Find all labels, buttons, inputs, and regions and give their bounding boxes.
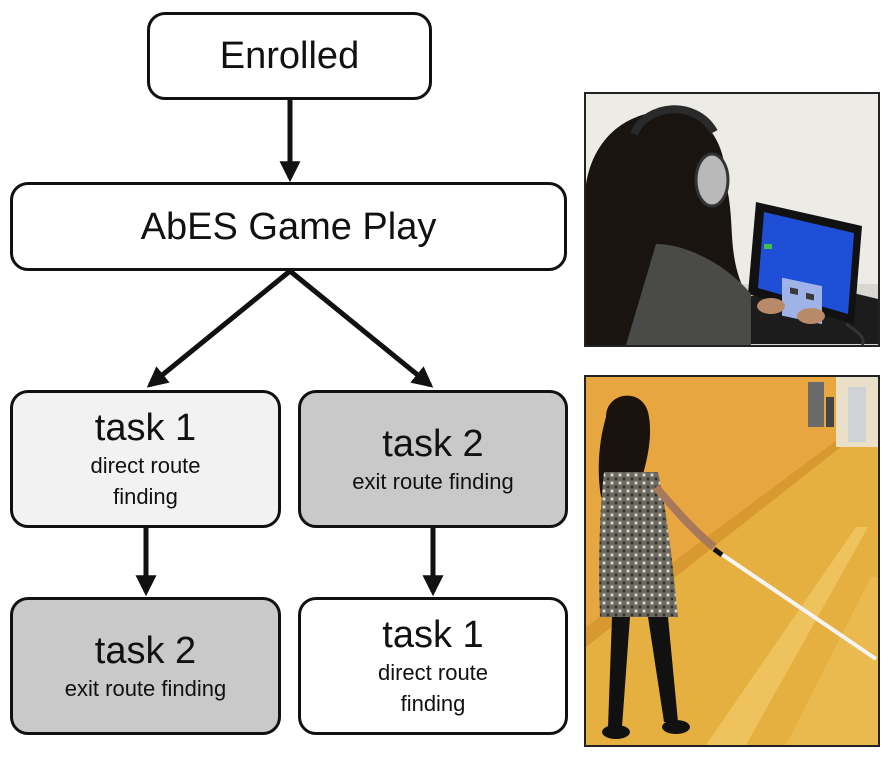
left-second-task-node: task 2 exit route finding <box>10 597 281 735</box>
right-second-task-node: task 1 direct route finding <box>298 597 568 735</box>
right-second-task-line1: direct route <box>377 660 489 685</box>
arrow-game-to-right-task <box>288 269 434 388</box>
game-play-node: AbES Game Play <box>10 182 567 271</box>
enrolled-node: Enrolled <box>147 12 432 100</box>
right-second-task-line2: finding <box>400 691 466 716</box>
game-play-label: AbES Game Play <box>140 205 437 248</box>
right-first-task-node: task 2 exit route finding <box>298 390 568 528</box>
left-second-task-title: task 2 <box>94 629 197 672</box>
right-first-task-line1: exit route finding <box>352 468 514 494</box>
arrow-game-to-left-task <box>146 269 292 388</box>
left-first-task-line2: finding <box>113 484 178 509</box>
right-second-task-title: task 1 <box>382 614 484 656</box>
left-second-task-line1: exit route finding <box>64 675 227 701</box>
photo-hallway-white-cane <box>584 375 880 747</box>
photo-laptop-headphones <box>584 92 880 347</box>
left-first-task-title: task 1 <box>94 407 197 449</box>
left-first-task-line1: direct route <box>90 453 201 478</box>
right-first-task-title: task 2 <box>382 422 484 465</box>
enrolled-label: Enrolled <box>219 35 360 77</box>
left-first-task-node: task 1 direct route finding <box>10 390 281 528</box>
